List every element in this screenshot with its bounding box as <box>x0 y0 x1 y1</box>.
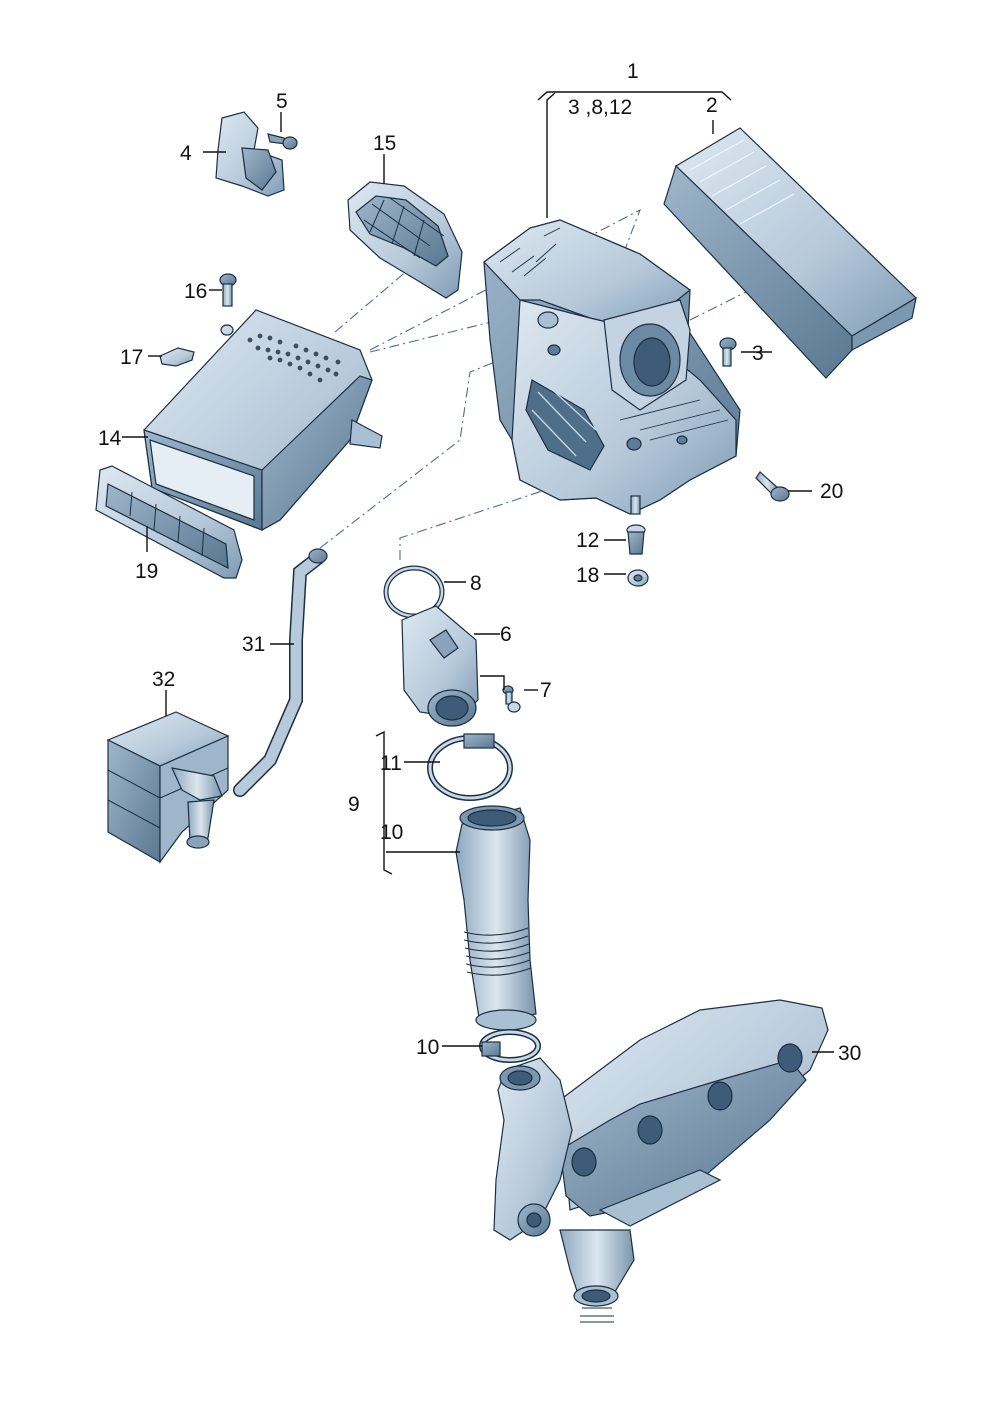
callout-11: 11 <box>380 752 402 775</box>
nut-part-18 <box>627 569 649 587</box>
callout-17: 17 <box>120 346 143 369</box>
callout-14: 14 <box>98 427 122 450</box>
callout-1-sub: 3 ,8,12 <box>568 96 632 119</box>
screw-part-16 <box>219 273 237 336</box>
manifold-ports <box>571 1043 803 1177</box>
air-filter-housing-part-1 <box>483 219 741 515</box>
callout-7: 7 <box>540 679 552 702</box>
callout-9: 9 <box>348 793 360 816</box>
callout-16: 16 <box>184 280 207 303</box>
callout-1: 1 <box>627 60 639 83</box>
callout-5: 5 <box>276 90 288 113</box>
screw-part-5 <box>267 133 298 150</box>
screw-part-20 <box>755 471 790 502</box>
callout-10-lower: 10 <box>416 1036 439 1059</box>
callout-20: 20 <box>820 480 843 503</box>
breather-hose-part-31 <box>233 548 328 797</box>
intake-grille-part-15 <box>347 181 463 299</box>
filter-element-part-2 <box>663 127 917 379</box>
callout-labels: 1 3 ,8,12 2 3 4 5 6 7 8 9 10 11 12 14 15… <box>98 60 861 1065</box>
leader-lines <box>122 91 834 1053</box>
callout-31: 31 <box>242 633 265 656</box>
callout-15: 15 <box>373 132 396 155</box>
turbo-manifold-part-30 <box>493 999 829 1323</box>
air-mass-meter-part-6 <box>401 605 479 727</box>
callout-32: 32 <box>152 668 175 691</box>
callout-4: 4 <box>180 142 192 165</box>
screw-part-7 <box>502 685 521 713</box>
hose-clamp-part-10 <box>479 1029 541 1063</box>
callout-6: 6 <box>500 623 512 646</box>
bracket-part-4 <box>215 111 285 197</box>
callout-18: 18 <box>576 564 599 587</box>
hose-clamp-part-11 <box>427 733 513 801</box>
callout-19: 19 <box>135 560 158 583</box>
grille-frame-part-19 <box>95 465 243 579</box>
duct-vent-holes <box>247 333 341 383</box>
callout-3: 3 <box>752 342 764 365</box>
callout-8: 8 <box>470 572 482 595</box>
screw-part-3 <box>719 337 737 367</box>
callout-12: 12 <box>576 529 599 552</box>
air-duct-part-14 <box>143 309 383 532</box>
intake-hose-part-10 <box>455 805 537 1031</box>
grommet-part-12 <box>626 524 646 555</box>
resonator-part-32 <box>106 711 230 864</box>
callout-30: 30 <box>838 1042 861 1065</box>
callout-10-upper: 10 <box>380 821 403 844</box>
clip-part-17 <box>159 347 195 367</box>
callout-2: 2 <box>706 94 718 117</box>
